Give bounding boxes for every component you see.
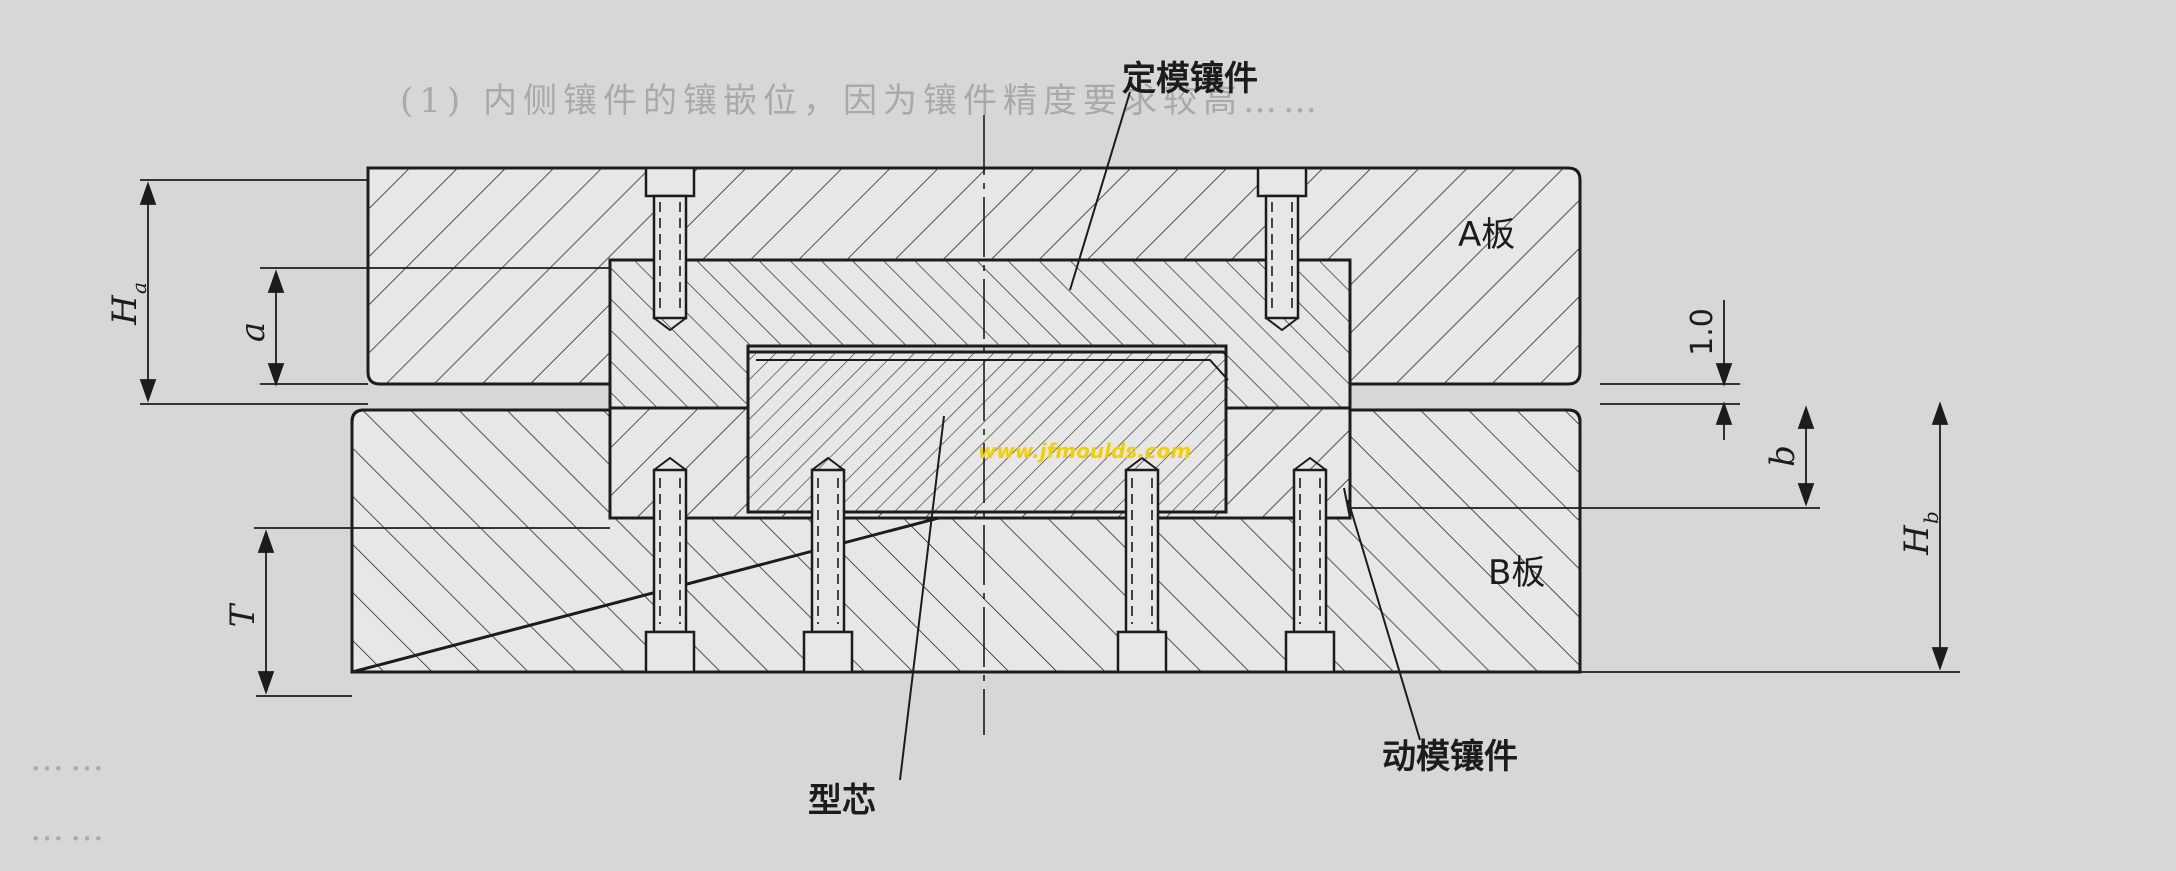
label-a-plate: A板 <box>1458 215 1515 255</box>
label-core: 型芯 <box>808 781 876 821</box>
dim-hb: H b <box>1897 511 1943 556</box>
screws <box>644 166 1336 674</box>
screw-a-left <box>644 166 696 332</box>
screw-b-outer-right <box>1284 456 1336 674</box>
label-moving-insert: 动模镶件 <box>1382 737 1518 777</box>
background-line-1: (1) 内侧镶件的镶嵌位，因为镶件精度要求较高…… <box>400 81 1323 121</box>
background-page-text: (1) 内侧镶件的镶嵌位，因为镶件精度要求较高…… …… …… <box>30 81 1323 849</box>
leader-lines <box>899 91 1421 781</box>
background-line-3: …… <box>30 809 110 849</box>
dim-hb-sub: b <box>1919 511 1943 524</box>
dim-t: T <box>223 602 263 627</box>
dim-ha-main: H <box>105 294 145 326</box>
dimension-lines <box>139 179 1960 697</box>
screw-b-inner-left <box>802 456 854 674</box>
svg-text:1.0: 1.0 <box>1685 308 1720 356</box>
leader-fixed-insert <box>1069 91 1131 291</box>
dim-hb-main: H <box>1897 524 1937 556</box>
leader-core <box>899 415 945 781</box>
dim-ha: H a <box>105 282 151 326</box>
background-line-2: …… <box>30 739 110 779</box>
screw-b-outer-left <box>644 456 696 674</box>
dim-gap: 1.0 <box>1685 308 1720 356</box>
svg-text:T: T <box>223 602 263 627</box>
svg-text:b: b <box>1763 445 1803 467</box>
dim-a: a <box>233 322 273 342</box>
dim-b: b <box>1763 445 1803 467</box>
leader-moving-insert <box>1347 499 1421 741</box>
core <box>746 350 1229 514</box>
dim-ha-sub: a <box>127 282 151 294</box>
svg-text:a: a <box>233 322 273 342</box>
watermark-text: www.jfmoulds.com <box>978 439 1191 463</box>
screw-a-right <box>1256 166 1308 332</box>
label-fixed-insert: 定模镶件 <box>1122 59 1258 99</box>
label-b-plate: B板 <box>1488 553 1545 593</box>
screw-b-inner-right <box>1116 456 1168 674</box>
